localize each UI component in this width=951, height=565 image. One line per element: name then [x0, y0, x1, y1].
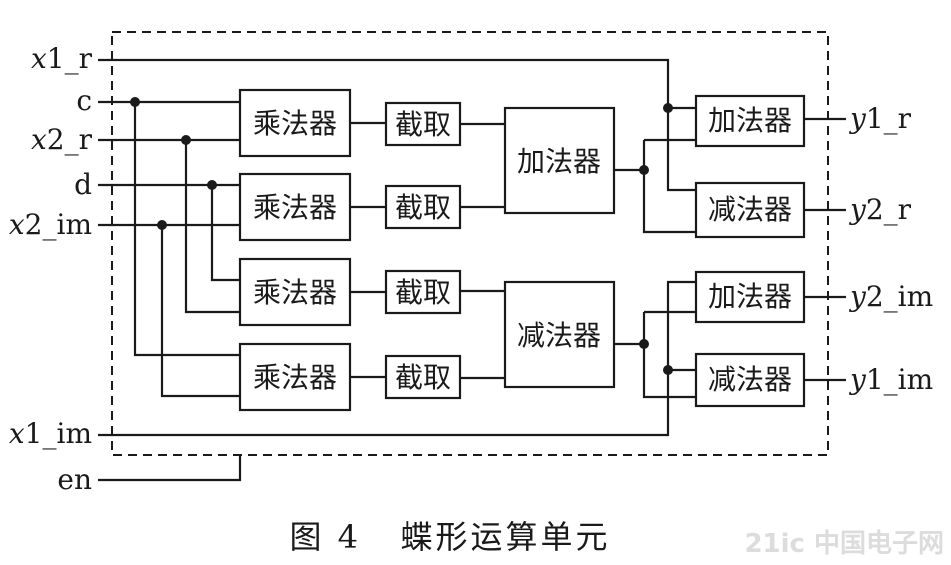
- truncate-label: 截取: [395, 191, 451, 224]
- middle-adder-block: 加法器: [503, 106, 616, 215]
- output-label-y1-r: y1_r: [848, 102, 912, 135]
- subtractor-label: 减法器: [708, 193, 792, 226]
- truncate-label: 截取: [395, 361, 451, 394]
- output-wires: [804, 117, 846, 382]
- junction-dot: [207, 180, 217, 190]
- output-adder-block-bottom: 加法器: [694, 270, 806, 324]
- multiplier-label: 乘法器: [253, 276, 337, 309]
- figure-caption: 图 4 蝶形运算单元: [289, 518, 610, 556]
- multiplier-block-1: 乘法器: [238, 88, 352, 158]
- output-label-y1-im: y1_im: [848, 363, 933, 396]
- adder-label: 加法器: [708, 104, 792, 137]
- output-adder-block-top: 加法器: [694, 94, 806, 148]
- multiplier-label: 乘法器: [253, 361, 337, 394]
- watermark-logo: 21ic 中国电子网: [744, 529, 944, 559]
- input-label-d: d: [74, 168, 92, 201]
- truncate-block-3: 截取: [384, 269, 462, 315]
- subtractor-label: 减法器: [517, 319, 601, 352]
- output-label-y2-im: y2_im: [848, 280, 933, 313]
- input-label-en: en: [57, 463, 92, 496]
- truncate-block-1: 截取: [384, 101, 462, 147]
- truncate-label: 截取: [395, 276, 451, 309]
- junction-dot: [639, 339, 649, 349]
- output-subtractor-block-top: 减法器: [694, 181, 806, 239]
- junction-dot: [130, 97, 140, 107]
- junction-dot: [663, 365, 673, 375]
- input-label-x2-im: x2_im: [9, 208, 92, 241]
- output-labels: y1_r y2_r y2_im y1_im: [848, 102, 933, 396]
- multiplier-label: 乘法器: [253, 191, 337, 224]
- wire-x1-im: [98, 368, 696, 437]
- junction-dots: [130, 97, 673, 375]
- output-subtractor-block-bottom: 减法器: [694, 352, 806, 408]
- multiplier-block-2: 乘法器: [238, 172, 352, 242]
- input-label-c: c: [76, 84, 92, 117]
- output-label-y2-r: y2_r: [848, 193, 912, 226]
- middle-subtractor-block: 减法器: [503, 280, 616, 389]
- input-wires: [98, 58, 696, 482]
- wire-c-branch: [133, 102, 240, 357]
- input-labels: x1_r c x2_r d x2_im x1_im en: [9, 42, 93, 496]
- adder-label: 加法器: [708, 280, 792, 313]
- wire-x2-im-branch: [160, 225, 240, 398]
- multiplier-block-3: 乘法器: [238, 257, 352, 327]
- junction-dot: [157, 220, 167, 230]
- multiplier-block-4: 乘法器: [238, 342, 352, 412]
- truncate-block-4: 截取: [384, 354, 462, 400]
- wire-en: [98, 455, 242, 482]
- truncate-block-2: 截取: [384, 184, 462, 230]
- input-label-x1-im: x1_im: [9, 417, 92, 450]
- multiplier-label: 乘法器: [253, 107, 337, 140]
- wire-d-branch: [210, 185, 240, 282]
- subtractor-label: 减法器: [708, 363, 792, 396]
- wire-x1-r: [98, 58, 696, 110]
- input-label-x1-r: x1_r: [31, 42, 93, 75]
- truncate-label: 截取: [395, 108, 451, 141]
- junction-dot: [639, 165, 649, 175]
- adder-label: 加法器: [517, 145, 601, 178]
- junction-dot: [663, 103, 673, 113]
- input-label-x2-r: x2_r: [31, 123, 93, 156]
- junction-dot: [181, 135, 191, 145]
